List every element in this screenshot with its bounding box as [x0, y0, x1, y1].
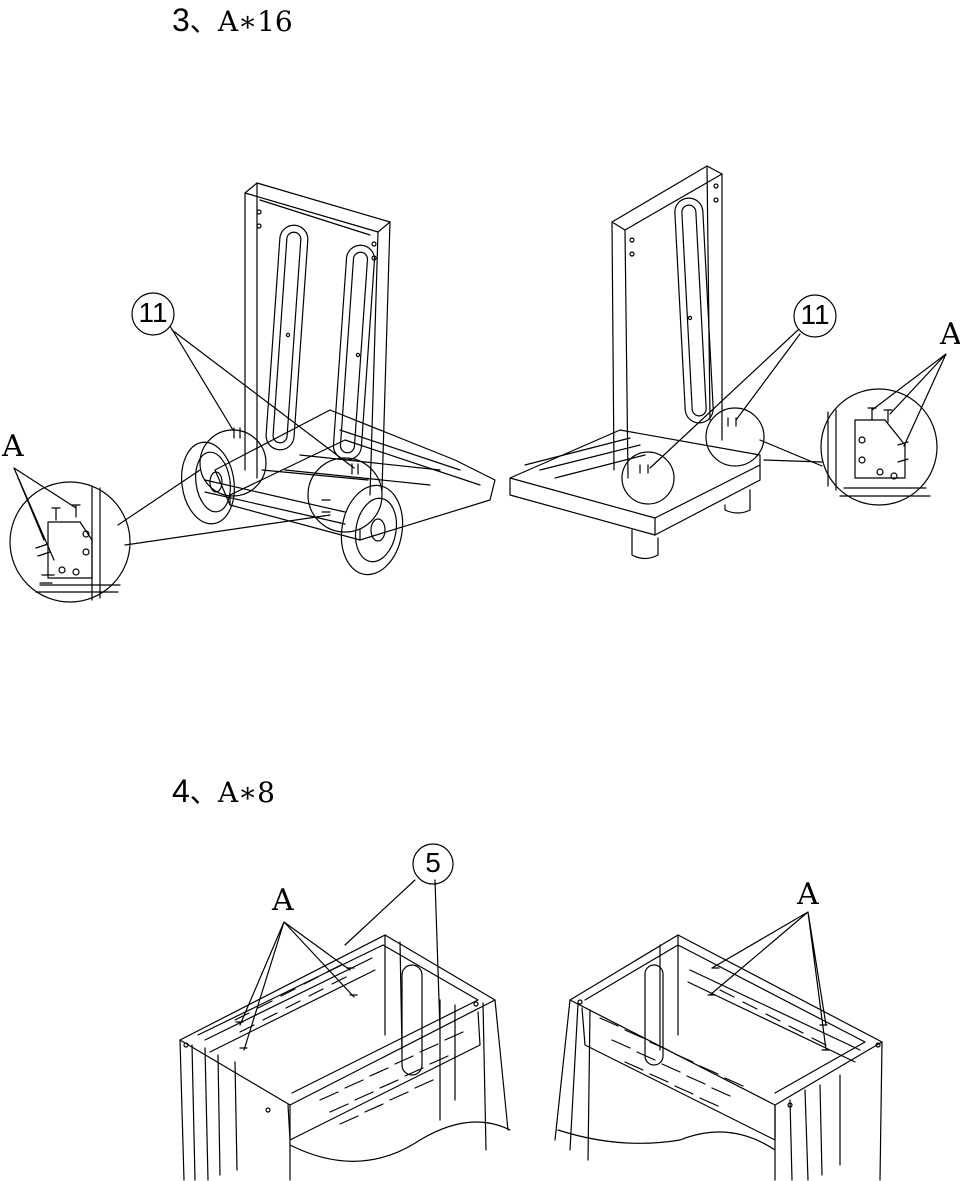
- step-3-left-letter-leaders: [13, 467, 77, 561]
- step-4-separator: 、: [189, 776, 218, 809]
- step-3-right-grill-base: [509, 165, 765, 560]
- step-3-left-callout-circle: [131, 292, 175, 336]
- step-3-separator: 、: [189, 5, 218, 38]
- step-4-part-callout-leaders: [344, 879, 441, 1031]
- step-4-hardware-count: A∗8: [217, 776, 275, 809]
- step-4-left-hardware-letter: A: [272, 883, 294, 918]
- step-4-title: 4、A∗8: [172, 775, 275, 808]
- step-4-left-front-slots: [319, 1031, 464, 1125]
- step-3-title: 3、A∗16: [172, 4, 293, 37]
- step-3-right-letter-leaders: [871, 353, 947, 447]
- step-3-left-cart: [181, 182, 496, 576]
- step-4-right-hardware-letter: A: [797, 877, 819, 912]
- step-4-left-letter-leaders: [239, 921, 355, 1051]
- step-3-hardware-count: A∗16: [217, 5, 293, 38]
- step-4-part-callout-circle: [412, 843, 454, 885]
- step-3-left-callout-leaders: [169, 325, 355, 469]
- step-3-left-detail-view: [9, 469, 331, 603]
- step-4-part-number: 5: [425, 847, 441, 878]
- step-3-left-hardware-letter: A: [2, 429, 24, 464]
- step-3-left-part-number: 11: [138, 297, 168, 328]
- step-4-right-frame: [554, 934, 883, 1181]
- step-3-right-callout-circle: [793, 294, 837, 338]
- step-3-right-part-number: 11: [800, 299, 830, 330]
- step-3-right-callout-leaders: [649, 329, 801, 469]
- step-4-left-frame: [179, 934, 511, 1181]
- step-3-number: 3: [172, 2, 190, 38]
- step-3-right-detail-view: [759, 388, 938, 506]
- step-4-right-letter-leaders: [709, 911, 827, 1051]
- step-3-right-hardware-letter: A: [940, 317, 960, 352]
- step-4-number: 4: [172, 773, 190, 809]
